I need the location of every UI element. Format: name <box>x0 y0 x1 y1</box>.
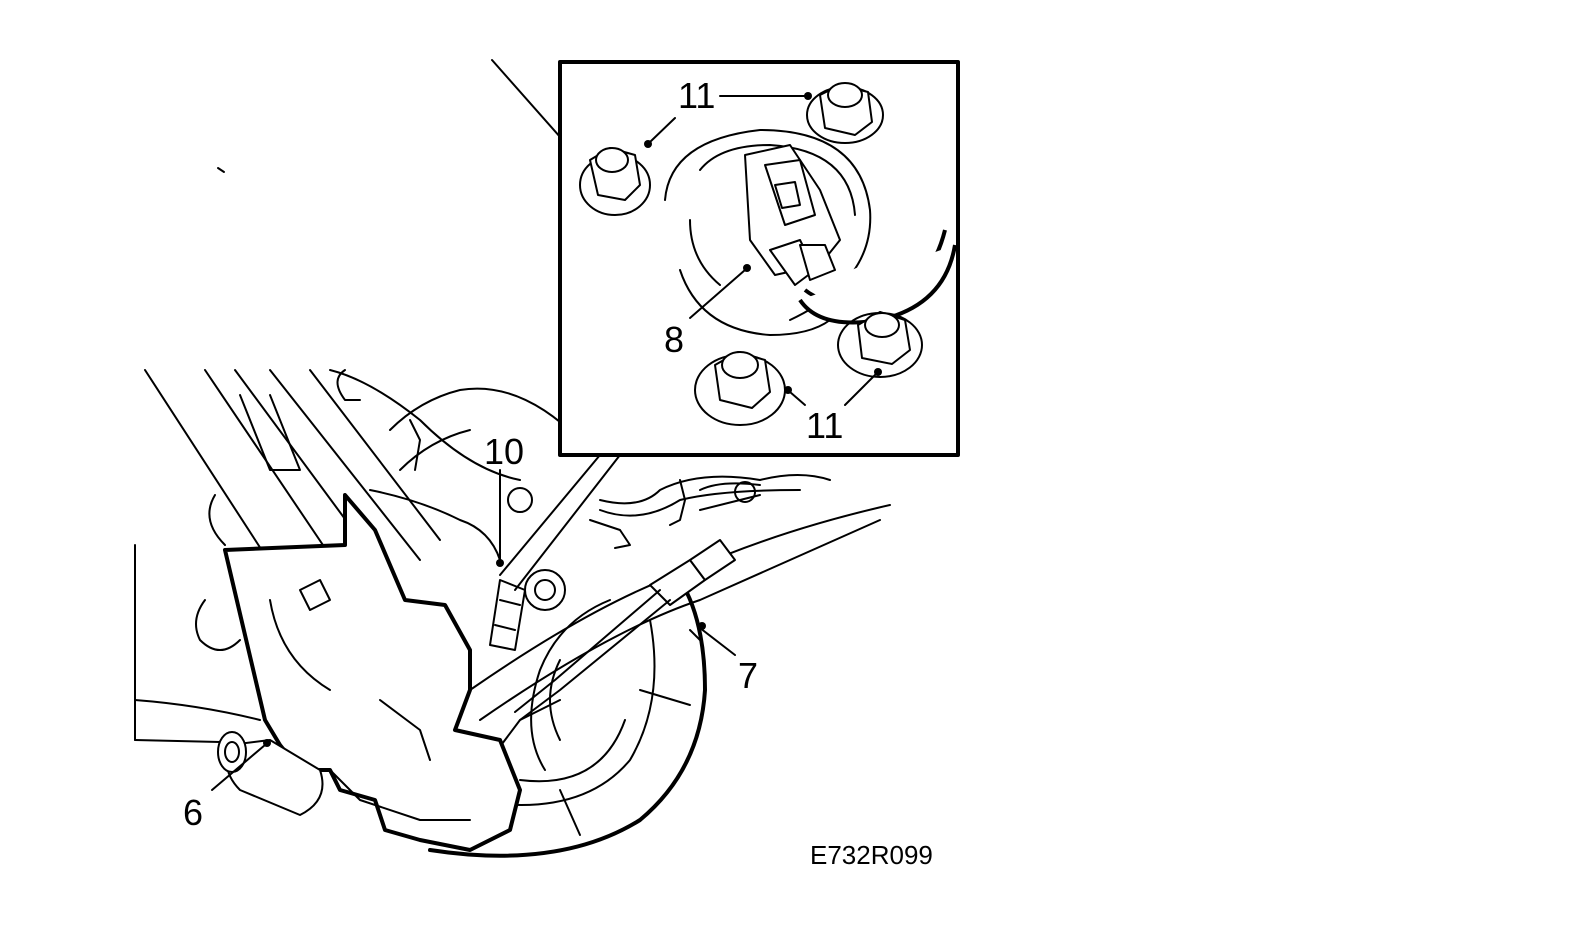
wheel-speed-sensor <box>489 569 566 651</box>
callout-6: 6 <box>183 792 203 833</box>
callout-10: 10 <box>484 431 524 472</box>
callout-11-top: 11 <box>678 75 715 116</box>
callout-leaders <box>211 469 736 791</box>
bolt-6 <box>217 731 324 816</box>
figure-code: E732R099 <box>810 840 933 870</box>
callout-7: 7 <box>738 655 758 696</box>
callout-11-bottom: 11 <box>806 405 843 446</box>
detail-inset <box>491 59 960 591</box>
nut-top-left <box>579 147 651 216</box>
nut-top-right <box>806 82 884 144</box>
steering-knuckle <box>329 369 761 561</box>
brake-disc <box>428 578 707 858</box>
callout-8: 8 <box>664 319 684 360</box>
brake-lines <box>514 474 831 721</box>
sensor-connector <box>744 144 957 325</box>
suspension-assembly <box>134 167 891 858</box>
nut-bottom-right <box>837 311 923 378</box>
